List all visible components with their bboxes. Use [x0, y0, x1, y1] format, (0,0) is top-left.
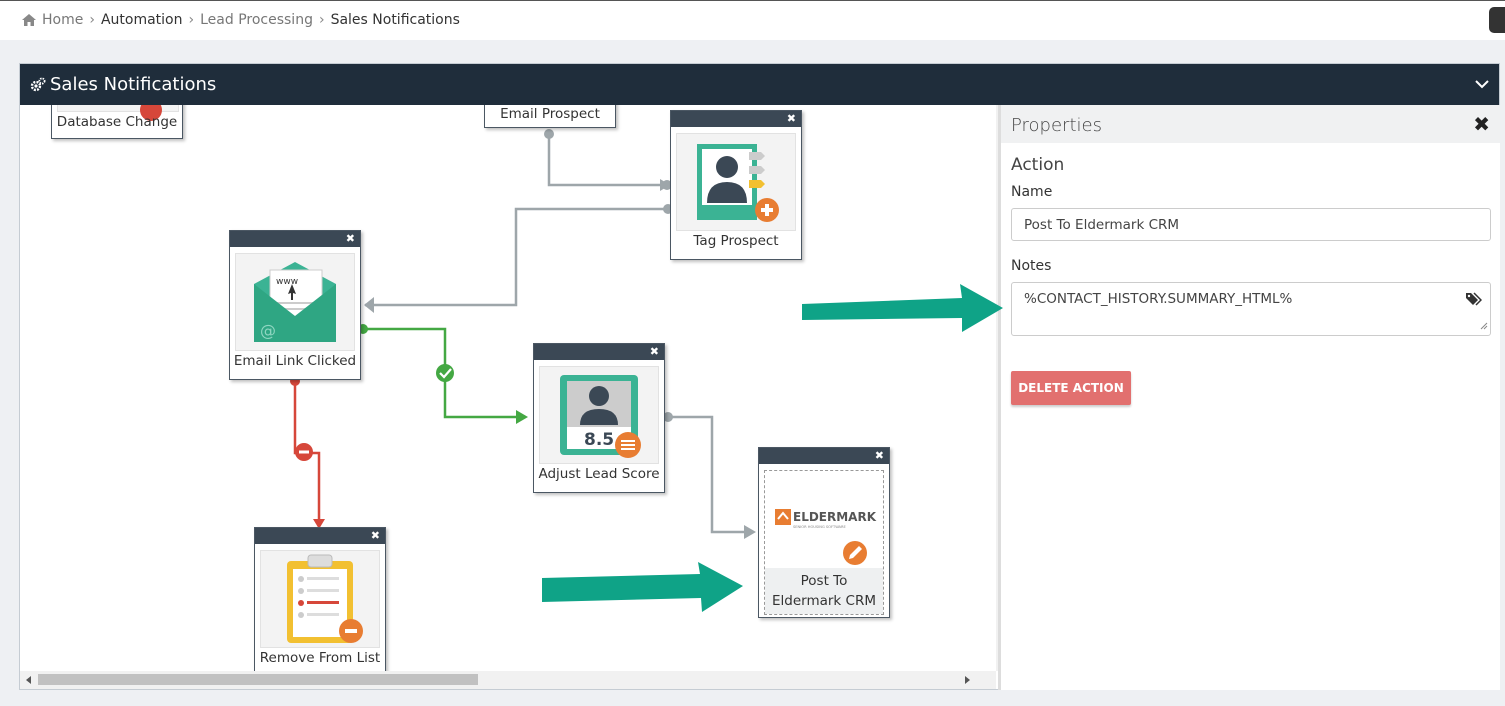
delete-action-button[interactable]: DELETE ACTION [1011, 371, 1131, 405]
link-score-to-crm [668, 415, 750, 534]
link-arrow [313, 519, 325, 529]
link-dot [663, 412, 673, 422]
check-icon [439, 368, 452, 379]
workflow-links [290, 129, 756, 539]
breadcrumb-separator: › [188, 12, 195, 28]
database-badge-icon [140, 105, 162, 121]
eldermark-logo-icon: ELDERMARK SENIOR HOUSING SOFTWARE [775, 509, 877, 565]
node-label: Email Prospect [500, 106, 600, 122]
scroll-right-icon[interactable] [965, 676, 970, 684]
node-header: ✖ [534, 344, 664, 360]
properties-header: Properties ✖ [1001, 105, 1500, 143]
annotation-arrow-icon [542, 562, 743, 612]
chevron-down-icon[interactable] [1475, 78, 1489, 90]
node-label-line1: Post To [800, 573, 848, 589]
link-dot [662, 180, 672, 190]
notes-label: Notes [1011, 258, 1052, 274]
breadcrumb-automation[interactable]: Automation [100, 12, 183, 28]
tag-icon[interactable] [1466, 292, 1482, 306]
check-icon-bg [436, 364, 454, 382]
close-icon[interactable]: ✖ [1473, 112, 1490, 136]
tag-prospect-icon [697, 144, 779, 222]
node-header: ✖ [255, 528, 385, 544]
node-label: Tag Prospect [693, 233, 779, 249]
automation-panel: Sales Notifications [19, 63, 1500, 690]
node-header: ✖ [230, 231, 360, 247]
email-link-icon: www @ [254, 262, 336, 342]
link-dot [544, 129, 554, 139]
node-database-change[interactable]: Database Change [51, 105, 183, 139]
close-icon[interactable]: ✖ [874, 449, 884, 462]
eldermark-tagline-text: SENIOR HOUSING SOFTWARE [793, 525, 847, 529]
node-email-link-clicked[interactable]: ✖ www @ Email Link Clicked [229, 230, 361, 380]
email-link-image: www @ [235, 253, 355, 351]
horizontal-scrollbar[interactable] [20, 671, 996, 689]
node-header: ✖ [759, 448, 889, 464]
link-arrow [364, 297, 374, 313]
score-value-text: 8.5 [584, 430, 614, 450]
node-tag-prospect[interactable]: ✖ Tag Prospect [670, 110, 802, 260]
link-tag-to-email-link [365, 207, 668, 307]
name-label: Name [1011, 184, 1053, 200]
clipboard-icon [287, 554, 363, 643]
close-icon[interactable]: ✖ [370, 529, 380, 542]
panel-title: Sales Notifications [50, 74, 217, 95]
top-bar: Home › Automation › Lead Processing › Sa… [0, 0, 1505, 40]
minus-icon [299, 450, 309, 454]
remove-list-image [260, 550, 380, 648]
breadcrumb-separator: › [89, 12, 95, 28]
sidebar-toggle-button[interactable] [1489, 7, 1505, 33]
node-remove-from-list[interactable]: ✖ Remove From List [254, 527, 386, 671]
close-icon[interactable]: ✖ [345, 232, 355, 245]
node-label: Remove From List [259, 650, 381, 666]
cogs-icon [30, 77, 46, 92]
at-icon: @ [260, 321, 276, 340]
annotation-arrow-icon [802, 284, 1003, 332]
horizontal-scroll-thumb[interactable] [38, 674, 478, 685]
panel-header: Sales Notifications [20, 64, 1499, 105]
database-change-image [57, 105, 179, 121]
breadcrumb-lead-processing[interactable]: Lead Processing [200, 12, 313, 28]
close-icon[interactable]: ✖ [649, 345, 659, 358]
email-www-text: www [276, 277, 298, 287]
node-header: ✖ [671, 111, 801, 127]
breadcrumb-separator: › [318, 12, 325, 28]
breadcrumb-current: Sales Notifications [330, 12, 460, 28]
node-adjust-lead-score[interactable]: ✖ 8.5 Adjust Lead Score [533, 343, 665, 493]
eldermark-logo-text: ELDERMARK [793, 510, 877, 524]
adjust-score-image: 8.5 [539, 366, 659, 464]
node-label: Email Link Clicked [233, 353, 357, 369]
section-title: Action [1011, 155, 1065, 175]
node-email-prospect[interactable]: Email Prospect [484, 105, 616, 128]
breadcrumb: Home › Automation › Lead Processing › Sa… [22, 12, 460, 28]
link-arrow [744, 525, 756, 539]
workflow-canvas[interactable]: Database Change Email Prospect ✖ [20, 105, 996, 671]
properties-panel: Properties ✖ Action Name Notes %CONTACT_… [998, 105, 1500, 690]
breadcrumb-home[interactable]: Home [42, 12, 84, 28]
close-icon[interactable]: ✖ [786, 112, 796, 125]
properties-title: Properties [1011, 115, 1102, 136]
selected-label-bg: Post To Eldermark CRM [765, 568, 883, 614]
tag-prospect-image [676, 133, 796, 231]
home-icon [22, 14, 36, 26]
node-label-line2: Eldermark CRM [771, 593, 876, 609]
lead-score-icon: 8.5 [560, 375, 641, 458]
name-input[interactable] [1011, 208, 1491, 241]
node-label: Database Change [56, 114, 178, 130]
notes-textarea[interactable]: %CONTACT_HISTORY.SUMMARY_HTML% [1011, 282, 1491, 336]
link-email-prospect-to-tag [547, 133, 665, 187]
eldermark-image: ELDERMARK SENIOR HOUSING SOFTWARE Post T… [764, 470, 884, 615]
node-post-to-eldermark-crm[interactable]: ✖ ELDERMARK SENIOR HOUSING SOFTWARE Post… [758, 447, 890, 618]
node-label: Adjust Lead Score [538, 466, 660, 482]
link-arrow [516, 410, 528, 424]
resize-handle-icon[interactable] [1480, 322, 1488, 330]
scroll-left-icon[interactable] [26, 676, 31, 684]
